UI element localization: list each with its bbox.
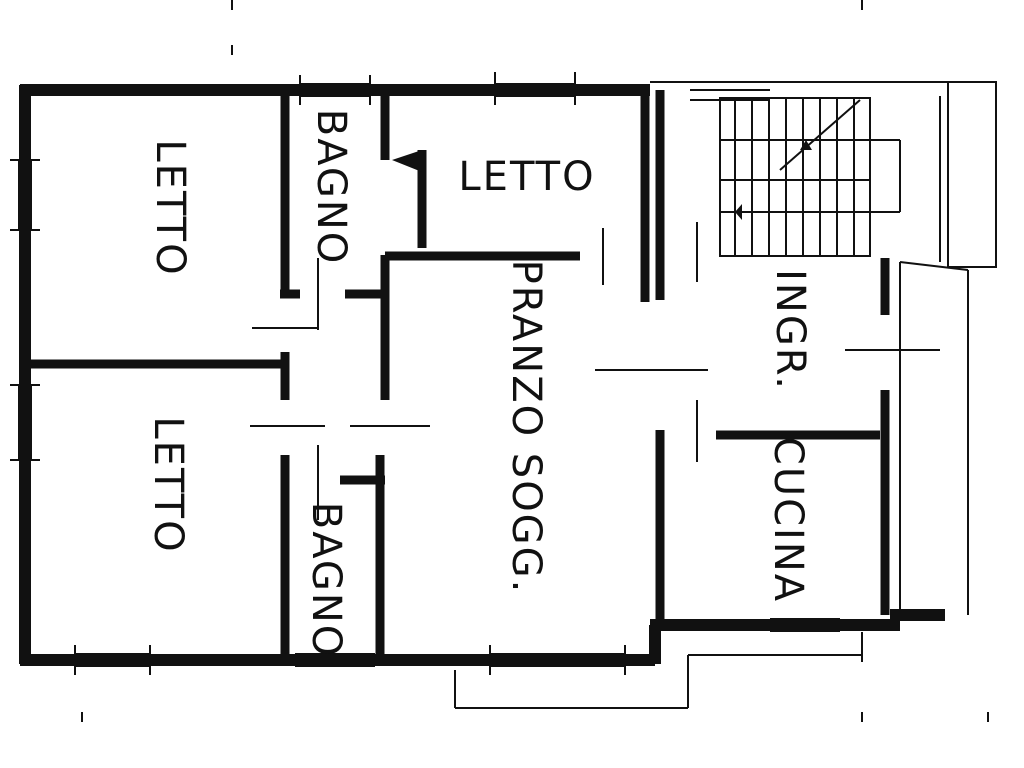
staircase (719, 97, 901, 257)
room-label-bagno-top: BAGNO (308, 109, 354, 266)
exterior-walls (19, 84, 945, 666)
door-openings (250, 222, 940, 520)
interior-walls (25, 90, 890, 660)
room-label-pranzo-soggiorno: PRANZO SOGG. (503, 260, 549, 595)
room-label-letto-top-left: LETTO (147, 139, 193, 276)
registration-marks (81, 0, 989, 722)
room-label-bagno-bottom: BAGNO (303, 502, 349, 659)
room-label-letto-bottom-left: LETTO (145, 416, 191, 553)
balcony-outline (454, 81, 997, 709)
room-label-ingresso: INGR. (767, 269, 813, 391)
room-label-cucina: CUCINA (765, 437, 811, 603)
column (392, 150, 422, 172)
room-label-letto-top-center: LETTO (458, 154, 595, 200)
windows (10, 72, 840, 675)
